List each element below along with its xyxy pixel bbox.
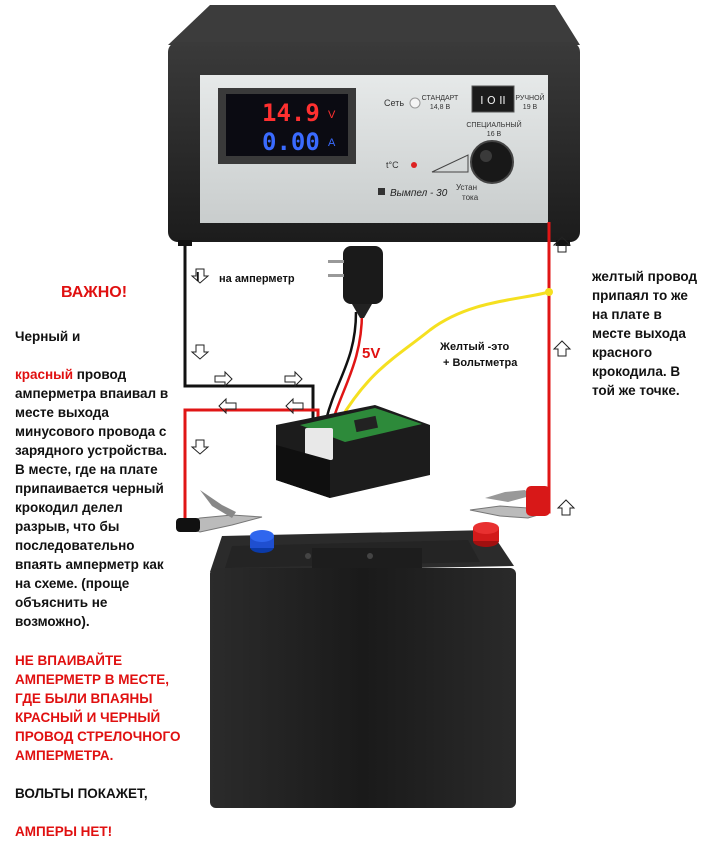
amps-unit: A — [328, 137, 336, 149]
important-title: ВАЖНО! — [15, 283, 173, 302]
up-arrow-3 — [558, 500, 574, 515]
ammeter-current-symbol: I — [196, 269, 200, 284]
power-led — [410, 98, 420, 108]
warning-red-end: АМПЕРЫ НЕТ! — [15, 824, 112, 839]
note-red-word: красный — [15, 367, 73, 382]
warning-note: НЕ ВПАИВАЙТЕ АМПЕРМЕТР В МЕСТЕ, ГДЕ БЫЛИ… — [15, 632, 190, 841]
volts-readout: 14.9 — [262, 99, 320, 127]
charger: 14.9 V 0.00 A Сеть СТАНДАРТ 14,8 В I O I… — [168, 5, 580, 246]
right-arrow-2 — [285, 372, 302, 386]
note-body: провод амперметра впаивал в месте выхода… — [15, 367, 168, 629]
warning-black-text: ВОЛЬТЫ ПОКАЖЕТ, — [15, 786, 148, 801]
manual-label: РУЧНОЙ — [515, 93, 544, 102]
down-arrow-3 — [192, 440, 208, 454]
right-arrow-1 — [215, 372, 232, 386]
special-value: 16 В — [487, 131, 502, 138]
black-clamp — [176, 490, 262, 532]
yellow-label-2: + Вольтметра — [443, 357, 518, 369]
standard-label: СТАНДАРТ — [422, 95, 459, 102]
volts-unit: V — [328, 109, 336, 121]
power-label: Сеть — [384, 98, 404, 108]
down-arrow-1 — [192, 269, 208, 283]
note-p1: Черный и — [15, 329, 80, 344]
temp-label: t°C — [386, 160, 399, 170]
special-label: СПЕЦИАЛЬНЫЙ — [466, 120, 521, 129]
current-knob — [471, 141, 513, 183]
battery — [210, 522, 516, 808]
down-arrow-2 — [192, 345, 208, 359]
mode-switch-glyph: I O II — [480, 94, 505, 107]
yellow-solder-point — [545, 288, 553, 296]
power-adapter — [328, 246, 383, 318]
ammeter-label: на амперметр — [219, 273, 295, 285]
brand-label: Вымпел - 30 — [390, 188, 448, 199]
five-volt-label: 5V — [362, 345, 380, 362]
warning-red-text: НЕ ВПАИВАЙТЕ АМПЕРМЕТР В МЕСТЕ, ГДЕ БЫЛИ… — [15, 653, 181, 763]
important-note: ВАЖНО! Черный и красный провод амперметр… — [15, 264, 173, 631]
yellow-wire-note: желтый провод припаял то же на плате в м… — [592, 248, 704, 400]
knob-label-1: Устан — [456, 183, 477, 192]
adapter-red-wire — [333, 312, 362, 420]
yellow-label-1: Желтый -это — [439, 341, 509, 353]
red-clamp — [470, 486, 550, 518]
temp-led — [411, 162, 417, 168]
knob-label-2: тока — [462, 193, 479, 202]
right-note-text: желтый провод припаял то же на плате в м… — [592, 269, 697, 398]
red-wire-charger — [530, 222, 549, 512]
manual-value: 19 В — [523, 104, 538, 111]
brand-logo-icon — [378, 188, 385, 195]
standard-value: 14,8 В — [430, 104, 451, 111]
amps-readout: 0.00 — [262, 128, 320, 156]
up-arrow-2 — [554, 341, 570, 356]
volt-ammeter-module — [276, 405, 430, 498]
